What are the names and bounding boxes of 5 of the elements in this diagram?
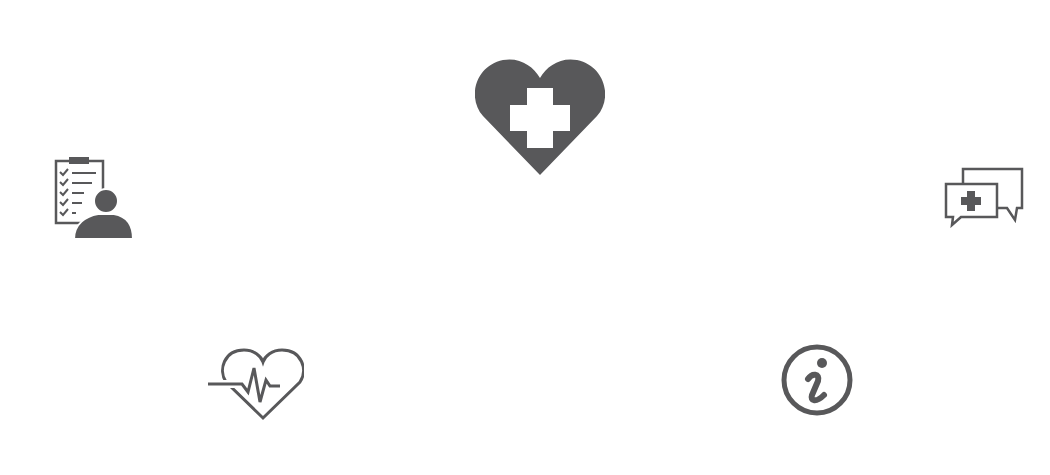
- chat-medical-icon: [943, 166, 1025, 228]
- information-icon: [780, 343, 854, 417]
- heart-cross-icon: [475, 58, 605, 176]
- clipboard-person-icon: [54, 156, 134, 240]
- heartbeat-icon: [206, 346, 304, 422]
